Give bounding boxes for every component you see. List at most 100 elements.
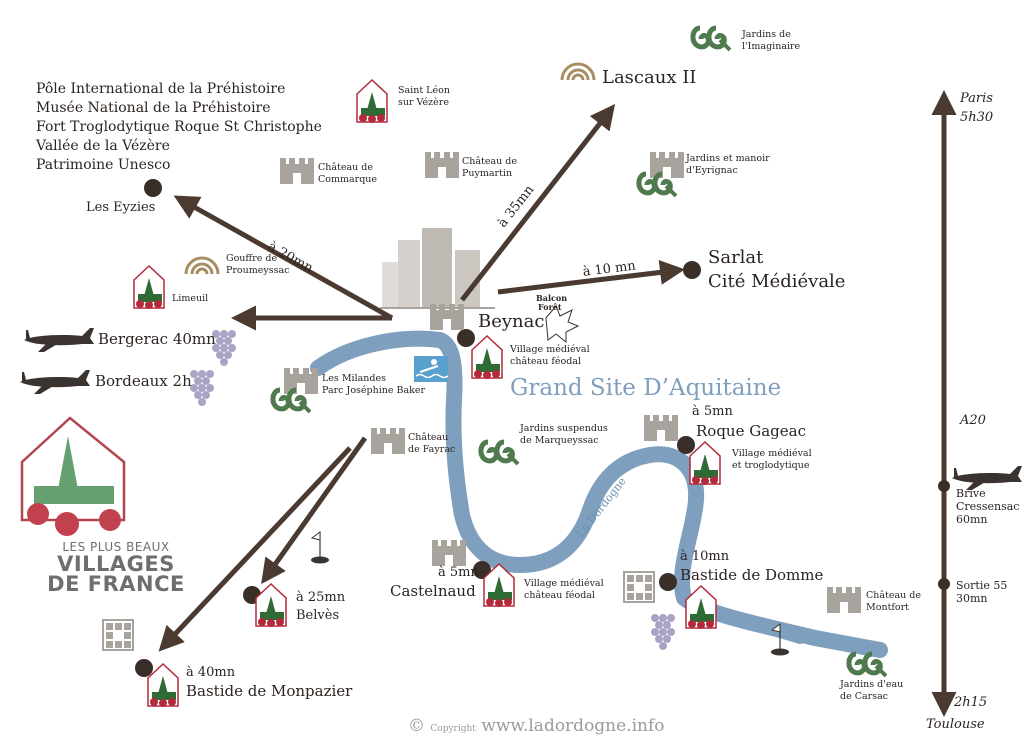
label-sarlat: Sarlat [708, 247, 764, 268]
castle-icon-fayrac [371, 428, 405, 454]
grape-icon-bordeaux [190, 370, 214, 406]
plus-beaux-villages-text: LES PLUS BEAUX VILLAGES DE FRANCE [46, 540, 186, 596]
label-commarque-1: Château de [318, 162, 373, 173]
grape-icon-domme [651, 614, 675, 650]
bastide-icon-domme [623, 571, 655, 603]
heritage-item: Patrimoine Unesco [36, 157, 171, 173]
route-arrows [158, 90, 957, 717]
label-bergerac: Bergerac 40mn [98, 330, 216, 348]
label-beynac-desc-1: Village médiéval [510, 344, 590, 355]
highway-brive-1: Brive [956, 487, 986, 500]
castle-icon-roque [644, 415, 678, 441]
garden-icon-marqueyssac [481, 442, 518, 464]
label-domme-time: à 10mn [680, 549, 730, 564]
highway-a20: A20 [960, 413, 986, 428]
label-milandes-2: Parc Joséphine Baker [322, 385, 426, 396]
label-castelnaud-time: à 5mn [438, 565, 479, 580]
castle-icon-eyrignac [650, 152, 684, 178]
plus-beaux-villages-logo [20, 416, 126, 536]
label-proumeyssac-1: Gouffre de [226, 253, 278, 264]
castle-icon-milandes [284, 368, 318, 394]
label-puymartin-1: Château de [462, 156, 517, 167]
highway-sortie-1: Sortie 55 [956, 579, 1008, 592]
heritage-item: Musée National de la Préhistoire [36, 100, 271, 116]
label-milandes-1: Les Milandes [322, 373, 386, 384]
plane-icon-bergerac [24, 328, 94, 352]
canoe-icon [414, 356, 449, 382]
arrow-belves [261, 436, 368, 585]
dordogne-river [310, 330, 888, 658]
website-link[interactable]: www.ladordogne.info [481, 716, 665, 736]
castle-icon-puymartin [425, 152, 459, 178]
highway-paris-time: 5h30 [960, 110, 994, 125]
bastide-icon-monpazier [102, 619, 134, 651]
label-castelnaud-desc-2: château féodal [524, 590, 595, 601]
arrow-sarlat [497, 259, 685, 295]
place-dots [135, 179, 950, 677]
label-eyrignac-2: d'Eyrignac [686, 165, 738, 176]
label-sarlat-cite: Cité Médiévale [708, 271, 846, 292]
heritage-item: Fort Troglodytique Roque St Christophe [36, 119, 322, 135]
garden-icon-imaginaire [693, 28, 730, 50]
arrow-monpazier [158, 446, 352, 652]
castle-icon-montfort [827, 587, 861, 613]
label-marqueyssac-2: de Marqueyssac [520, 435, 599, 446]
label-fayrac-2: de Fayrac [408, 444, 456, 455]
label-fayrac-1: Château [408, 432, 449, 443]
copyright-label: Copyright [430, 724, 476, 734]
village-icon-limeuil [133, 265, 165, 310]
label-castelnaud: Castelnaud [390, 582, 476, 600]
label-domme: Bastide de Domme [680, 566, 824, 584]
plane-icon-bordeaux [20, 370, 90, 394]
beynac-castle-sketch [380, 228, 495, 309]
highway-brive-3: 60mn [956, 513, 988, 526]
label-eyrignac-1: Jardins et manoir [686, 153, 770, 164]
label-puymartin-2: Puymartin [462, 168, 513, 179]
label-carsac-1: Jardins d'eau [840, 679, 904, 690]
label-saint-leon-1: Saint Léon [398, 85, 450, 96]
label-balcon-1: Balcon [536, 293, 568, 303]
heritage-item: Pôle International de la Préhistoire [36, 81, 286, 97]
label-imaginaire-2: l'Imaginaire [742, 41, 801, 52]
leaf-icon-balcon [545, 305, 580, 344]
highway-toulouse-time: 2h15 [954, 695, 988, 710]
label-imaginaire-1: Jardins de [742, 29, 791, 40]
label-monpazier-time: à 40mn [186, 665, 236, 680]
cave-icon-lascaux [560, 62, 596, 82]
heritage-item: Vallée de la Vézère [36, 138, 170, 154]
label-beynac-desc-2: château féodal [510, 356, 581, 367]
label-balcon-2: Forêt [538, 302, 562, 312]
highway-toulouse: Toulouse [926, 717, 985, 732]
label-commarque-2: Commarque [318, 174, 378, 185]
golf-icon-belves [310, 531, 330, 565]
logo-line-3: DE FRANCE [47, 572, 185, 596]
highway-paris: Paris [960, 91, 993, 106]
dordogne-branch [711, 606, 804, 644]
logo-line-2: VILLAGES [57, 552, 175, 576]
label-montfort-1: Château de [866, 590, 921, 601]
arrow-eyzies [173, 195, 394, 321]
label-marqueyssac-1: Jardins suspendus [520, 423, 608, 434]
label-lascaux: Lascaux II [602, 67, 697, 88]
label-bordeaux: Bordeaux 2h [95, 372, 192, 390]
label-castelnaud-desc-1: Village médiéval [524, 578, 604, 589]
arrow-lascaux [460, 104, 616, 302]
village-icon-belves [255, 583, 287, 628]
region-title: Grand Site D’Aquitaine [510, 375, 782, 401]
highway-sortie-2: 30mn [956, 592, 988, 605]
cave-icon-proumeyssac [184, 256, 220, 276]
village-icon-beynac [471, 335, 503, 380]
logo-line-1: LES PLUS BEAUX [62, 540, 170, 554]
footer: © Copyright www.ladordogne.info [408, 716, 665, 736]
highway-brive-2: Cressensac [956, 500, 1020, 513]
label-montfort-2: Montfort [866, 602, 909, 613]
label-limeuil: Limeuil [172, 293, 209, 304]
label-roque-time: à 5mn [692, 404, 733, 419]
castle-icon-castelnaud [432, 540, 466, 566]
village-icon-roque [689, 441, 721, 486]
label-carsac-2: de Carsac [840, 691, 889, 702]
label-monpazier: Bastide de Monpazier [186, 682, 353, 700]
label-roque-desc-1: Village médiéval [732, 448, 812, 459]
label-belves: Belvès [296, 608, 340, 623]
label-beynac: Beynac [478, 311, 545, 332]
